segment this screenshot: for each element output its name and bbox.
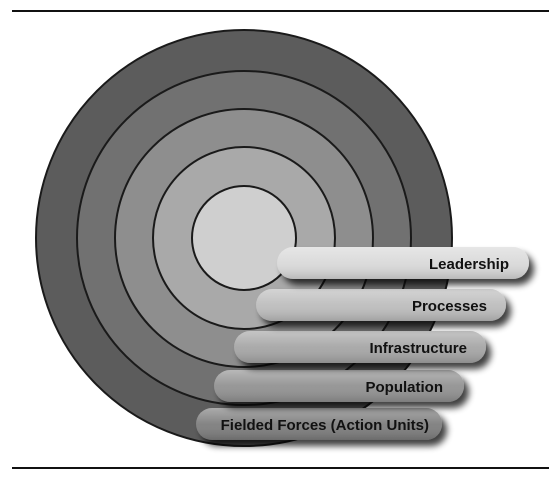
bar-infrastructure <box>234 331 486 363</box>
label-fielded-forces: Fielded Forces (Action Units) <box>221 417 429 434</box>
bar-fielded-forces <box>196 408 442 440</box>
bar-population <box>214 370 464 402</box>
label-leadership: Leadership <box>429 256 509 273</box>
label-population: Population <box>366 379 444 396</box>
label-infrastructure: Infrastructure <box>369 340 467 357</box>
ring-leadership <box>191 185 297 291</box>
bottom-rule <box>12 467 549 469</box>
bar-processes <box>256 289 506 321</box>
top-rule <box>12 10 549 12</box>
label-bars: Fielded Forces (Action Units) Population… <box>196 247 529 440</box>
bar-leadership <box>277 247 529 279</box>
label-processes: Processes <box>412 298 487 315</box>
